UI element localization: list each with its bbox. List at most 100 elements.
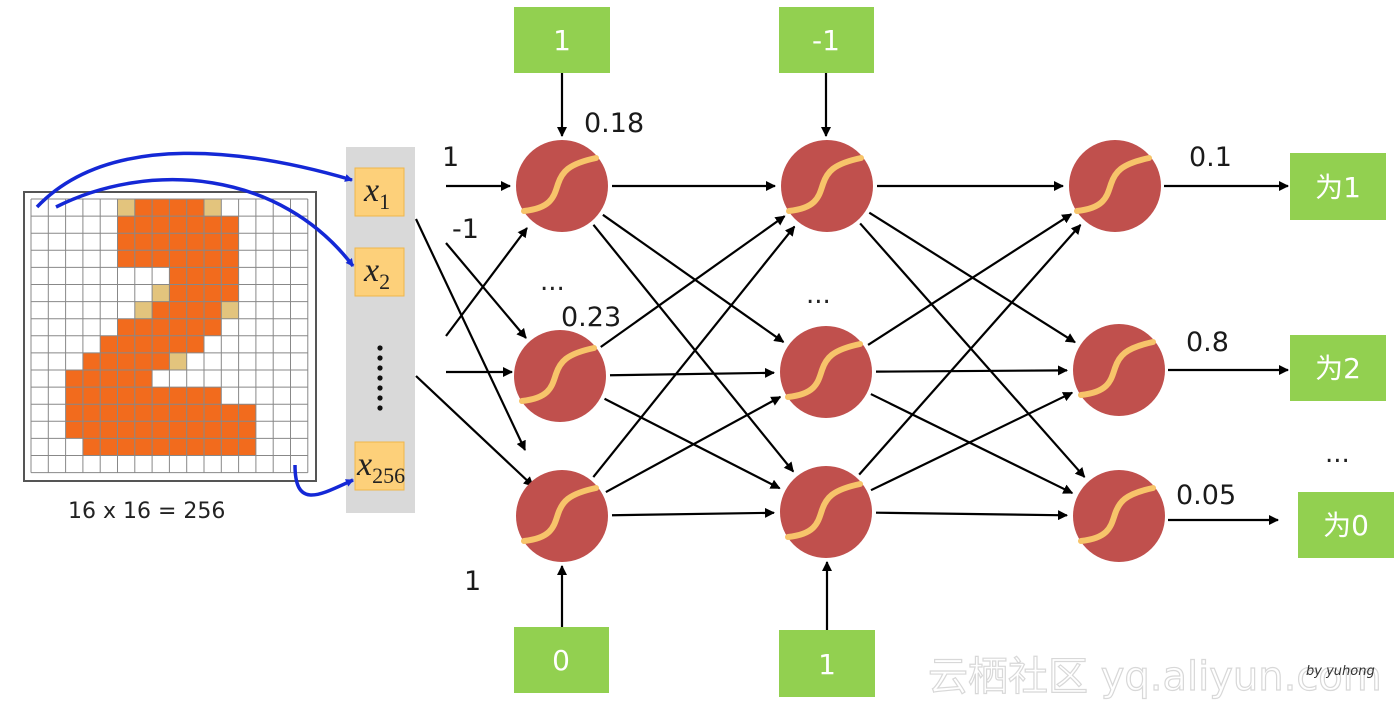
pixel-on <box>221 404 239 422</box>
pixel-on <box>134 352 153 370</box>
sigmoid-curve-icon <box>521 485 599 544</box>
pixel-on <box>134 233 153 251</box>
neuron-l2-n1 <box>781 140 873 232</box>
bias-weight-label-2: 0.23 <box>561 302 621 333</box>
watermark-site: 云栖社区 yq.aliyun.com <box>928 654 1382 700</box>
pixel-on <box>152 318 170 336</box>
pixel-on <box>186 335 204 353</box>
pixel-on <box>204 301 222 319</box>
pixel-on <box>204 233 222 251</box>
sigmoid-curve-icon <box>785 481 863 540</box>
output-value-3: 0.05 <box>1176 480 1236 511</box>
pixel-on <box>238 404 256 422</box>
layer-connection-arrow <box>875 365 1069 376</box>
pixel-on <box>134 216 153 234</box>
neuron-l3-n3 <box>1073 470 1165 562</box>
pixel-on <box>100 438 118 456</box>
sigmoid-curve-icon <box>1074 155 1152 214</box>
neuron-l1-n2 <box>514 330 606 422</box>
output-label: 为0 <box>1323 509 1369 542</box>
pixel-on <box>238 421 256 439</box>
neuron-l1-n1 <box>516 140 608 232</box>
layer-connection-arrow <box>600 215 786 348</box>
layer-connection-arrow <box>592 225 796 478</box>
pixel-on <box>221 421 239 439</box>
pixel-on <box>65 404 83 422</box>
pixel-on <box>152 250 170 268</box>
input-x2: x2 <box>354 247 405 297</box>
pixel-on <box>152 199 170 217</box>
input-arrow <box>445 242 527 339</box>
pixel-mapping-arrows <box>35 151 355 497</box>
pixel-on <box>100 335 118 353</box>
output-1: 为1 <box>1290 153 1386 220</box>
input-var: x1 <box>363 172 390 214</box>
watermark-author: by yuhong <box>1306 664 1375 679</box>
pixel-on <box>204 250 222 268</box>
input-box <box>354 247 405 297</box>
pixel-on <box>169 233 187 251</box>
layer-connection-arrow <box>867 213 1073 346</box>
pixel-on <box>134 370 153 388</box>
input-arrow <box>415 218 526 451</box>
pixel-on <box>169 216 187 234</box>
weight-label-bottom: 1 <box>464 566 481 597</box>
neuron-body <box>1073 470 1165 562</box>
pixel-on <box>65 370 83 388</box>
bias-box <box>779 630 875 697</box>
watermark: 云栖社区 yq.aliyun.com by yuhong <box>927 653 1382 700</box>
pixel-on <box>82 438 101 456</box>
output-3: 为0 <box>1298 492 1394 558</box>
pixel-partial <box>134 301 153 319</box>
pixel-on <box>152 216 170 234</box>
bias-value: -1 <box>812 24 840 57</box>
pixel-on <box>117 352 135 370</box>
pixel-on <box>100 370 118 388</box>
neuron-body <box>516 470 608 562</box>
pixel-on <box>186 387 204 405</box>
pixel-on <box>186 301 204 319</box>
pixel-on <box>221 216 239 234</box>
bias-value: 0 <box>552 644 570 677</box>
pixel-on <box>186 404 204 422</box>
pixel-on <box>169 438 187 456</box>
blue-arrow-x2 <box>55 177 355 268</box>
layer-connection-arrow <box>605 395 782 494</box>
layer-connection-arrow <box>870 391 1074 492</box>
pixel-partial <box>117 199 135 217</box>
pixel-on <box>152 301 170 319</box>
sigmoid-curve-icon <box>785 341 863 400</box>
pixel-on <box>169 404 187 422</box>
pixel-partial <box>169 352 187 370</box>
pixel-on <box>186 284 204 302</box>
neuron-l3-n2 <box>1073 324 1165 416</box>
bias-box <box>779 7 874 73</box>
neuron-body <box>516 140 608 232</box>
pixel-on <box>186 421 204 439</box>
pixel-on <box>169 250 187 268</box>
neurons <box>514 140 1165 562</box>
neuron-body <box>781 140 873 232</box>
neuron-body <box>1069 140 1161 232</box>
input-box <box>354 167 405 217</box>
pixel-on <box>134 335 153 353</box>
pixel-on <box>204 387 222 405</box>
neuron-body <box>780 466 872 558</box>
pixel-on <box>117 387 135 405</box>
pixel-on <box>134 387 153 405</box>
bias-box <box>514 7 610 73</box>
neuron-l3-n1 <box>1069 140 1161 232</box>
pixel-on <box>221 250 239 268</box>
pixel-on <box>152 335 170 353</box>
pixel-partial <box>221 301 239 319</box>
layer-connection-arrow <box>604 397 781 490</box>
pixel-on <box>169 387 187 405</box>
pixel-on <box>204 404 222 422</box>
pixel-on <box>134 318 153 336</box>
pixel-on <box>134 404 153 422</box>
pixel-on <box>238 438 256 456</box>
neuron-body <box>1073 324 1165 416</box>
output-2: 为2 <box>1290 335 1386 401</box>
pixel-on <box>204 318 222 336</box>
pixel-on <box>117 216 135 234</box>
